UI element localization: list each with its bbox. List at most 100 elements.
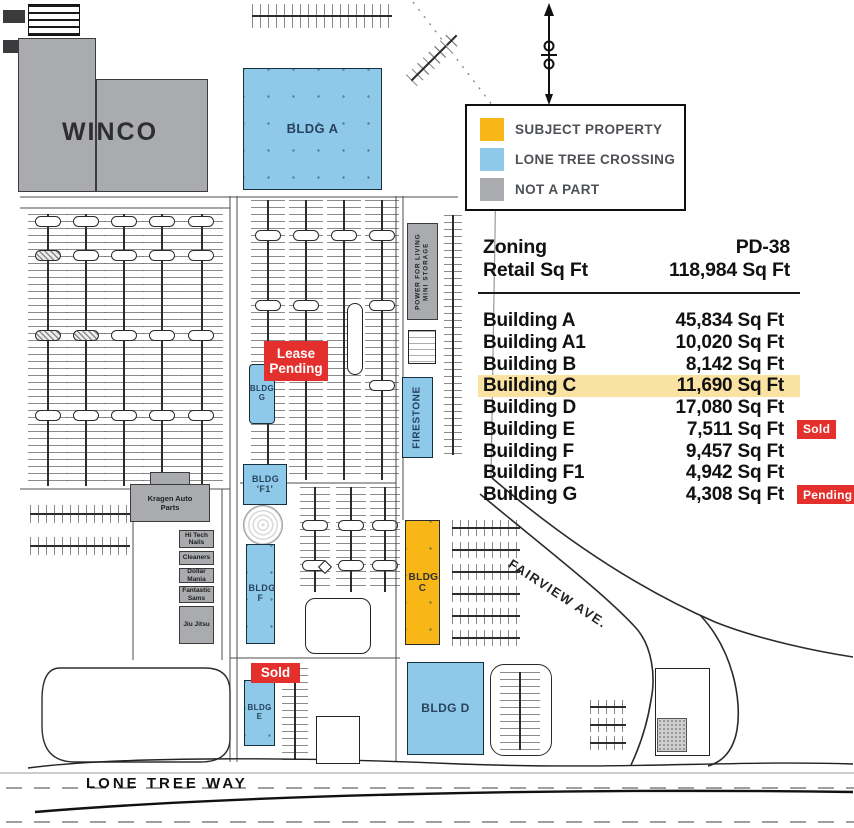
parking-stall-column (327, 200, 361, 480)
parking-island (293, 230, 319, 241)
pad-building (305, 598, 371, 654)
table-row: Building G 4,308 Sq Ft Pending (478, 484, 854, 506)
building-a-label: BLDG A (286, 120, 339, 136)
building-c: BLDG C (405, 520, 440, 645)
building-e-label: BLDG E (247, 703, 272, 721)
parking-island (255, 230, 281, 241)
parking-island (188, 216, 214, 227)
parking-stall-row (590, 700, 626, 714)
shop-jiu-jitsu: Jiu Jitsu (179, 606, 214, 644)
building-name: Building A (483, 309, 576, 331)
building-name: Building G (483, 484, 578, 506)
parking-island (111, 250, 137, 261)
parking-island (111, 330, 137, 341)
parking-stall-row (452, 630, 520, 646)
panel-divider (478, 292, 800, 294)
parking-stall-row (590, 736, 626, 750)
parking-island (338, 520, 364, 531)
building-name: Building C (483, 375, 576, 397)
utility-pad (3, 10, 25, 23)
parking-stall-row (452, 608, 520, 624)
parking-island (255, 300, 281, 311)
parking-island (149, 216, 175, 227)
legend-item: LONE TREE CROSSING (480, 148, 684, 171)
retail-label: Retail Sq Ft (483, 259, 588, 281)
building-sqft: 17,080 Sq Ft (675, 397, 785, 419)
building-firestone: FIRESTONE (402, 377, 433, 458)
parking-stall-row (30, 537, 130, 555)
mini-storage-label-line2: MINI STORAGE (423, 242, 430, 301)
zoning-label: Zoning (483, 236, 547, 258)
legend-swatch-lone-tree-crossing (480, 148, 504, 171)
parking-island (369, 380, 395, 391)
parking-stall-row (30, 505, 130, 523)
parking-stall-row (590, 718, 626, 732)
parking-island (73, 410, 99, 421)
sold-flag: Sold (251, 663, 300, 683)
table-row: Building A1 10,020 Sq Ft (478, 332, 800, 354)
parking-island (35, 216, 61, 227)
building-sqft: 10,020 Sq Ft (675, 331, 785, 353)
building-d-label: BLDG D (421, 700, 470, 715)
building-c-label: BLDG C (408, 571, 439, 594)
building-kragen: Kragen Auto Parts (130, 484, 210, 522)
pad-building (316, 716, 360, 764)
parking-island (73, 330, 99, 341)
legend-item: NOT A PART (480, 178, 684, 201)
parking-curb (490, 664, 552, 756)
building-mini-storage: POWER FOR LIVING MINI STORAGE (407, 223, 438, 320)
firestone-label: FIRESTONE (412, 386, 424, 449)
hatched-pad (657, 718, 687, 752)
building-f: BLDG F (246, 544, 275, 644)
building-sqft: 8,142 Sq Ft (685, 353, 784, 375)
parking-stall-row (405, 29, 463, 87)
parking-stall-column (444, 215, 462, 455)
parking-island (188, 410, 214, 421)
parking-island (149, 250, 175, 261)
parking-island (331, 230, 357, 241)
parking-island (35, 330, 61, 341)
building-sqft: 11,690 Sq Ft (676, 375, 785, 397)
parking-stall-column (365, 200, 399, 480)
building-winco-west (18, 38, 96, 192)
parking-island (372, 560, 398, 571)
building-name: Building B (483, 353, 576, 375)
retail-sqft-row: Retail Sq Ft 118,984 Sq Ft (478, 259, 800, 282)
building-d: BLDG D (407, 662, 484, 755)
winco-label: WINCO (61, 118, 159, 146)
parking-island (111, 216, 137, 227)
building-f1-label: BLDG 'F1' (252, 473, 280, 494)
parking-stall-row (252, 4, 392, 28)
building-sqft: 45,834 Sq Ft (675, 309, 785, 331)
building-name: Building F1 (483, 462, 585, 484)
building-winco-east (96, 79, 208, 192)
legend-item: SUBJECT PROPERTY (480, 118, 684, 141)
building-a: BLDG A (243, 68, 382, 190)
building-name: Building F (483, 440, 574, 462)
table-row: Building F1 4,942 Sq Ft (478, 462, 800, 485)
kragen-label: Kragen Auto Parts (147, 493, 193, 512)
buildings-table: Building A 45,834 Sq Ft Building A1 10,0… (478, 310, 854, 506)
shop-cleaners: Cleaners (179, 551, 214, 565)
parking-island (149, 410, 175, 421)
building-sqft: 4,942 Sq Ft (685, 462, 784, 484)
parking-island (73, 216, 99, 227)
parking-island (35, 250, 61, 261)
building-sqft: 4,308 Sq Ft (685, 484, 784, 506)
parking-island (111, 410, 137, 421)
building-g: BLDG G (249, 364, 275, 424)
table-row: Building F 9,457 Sq Ft (478, 441, 800, 463)
retail-value: 118,984 Sq Ft (669, 259, 790, 281)
table-row: Building B 8,142 Sq Ft (478, 354, 800, 376)
status-badge-pending: Pending (797, 485, 854, 505)
legend-label: SUBJECT PROPERTY (515, 122, 663, 137)
table-row: Building A 45,834 Sq Ft (478, 310, 800, 332)
zoning-value: PD-38 (735, 236, 790, 258)
landscape-median (347, 303, 363, 375)
legend-swatch-not-a-part (480, 178, 504, 201)
parking-island (293, 300, 319, 311)
building-f-label: BLDG F (248, 583, 276, 603)
building-name: Building E (483, 418, 575, 440)
building-f1: BLDG 'F1' (243, 464, 287, 505)
